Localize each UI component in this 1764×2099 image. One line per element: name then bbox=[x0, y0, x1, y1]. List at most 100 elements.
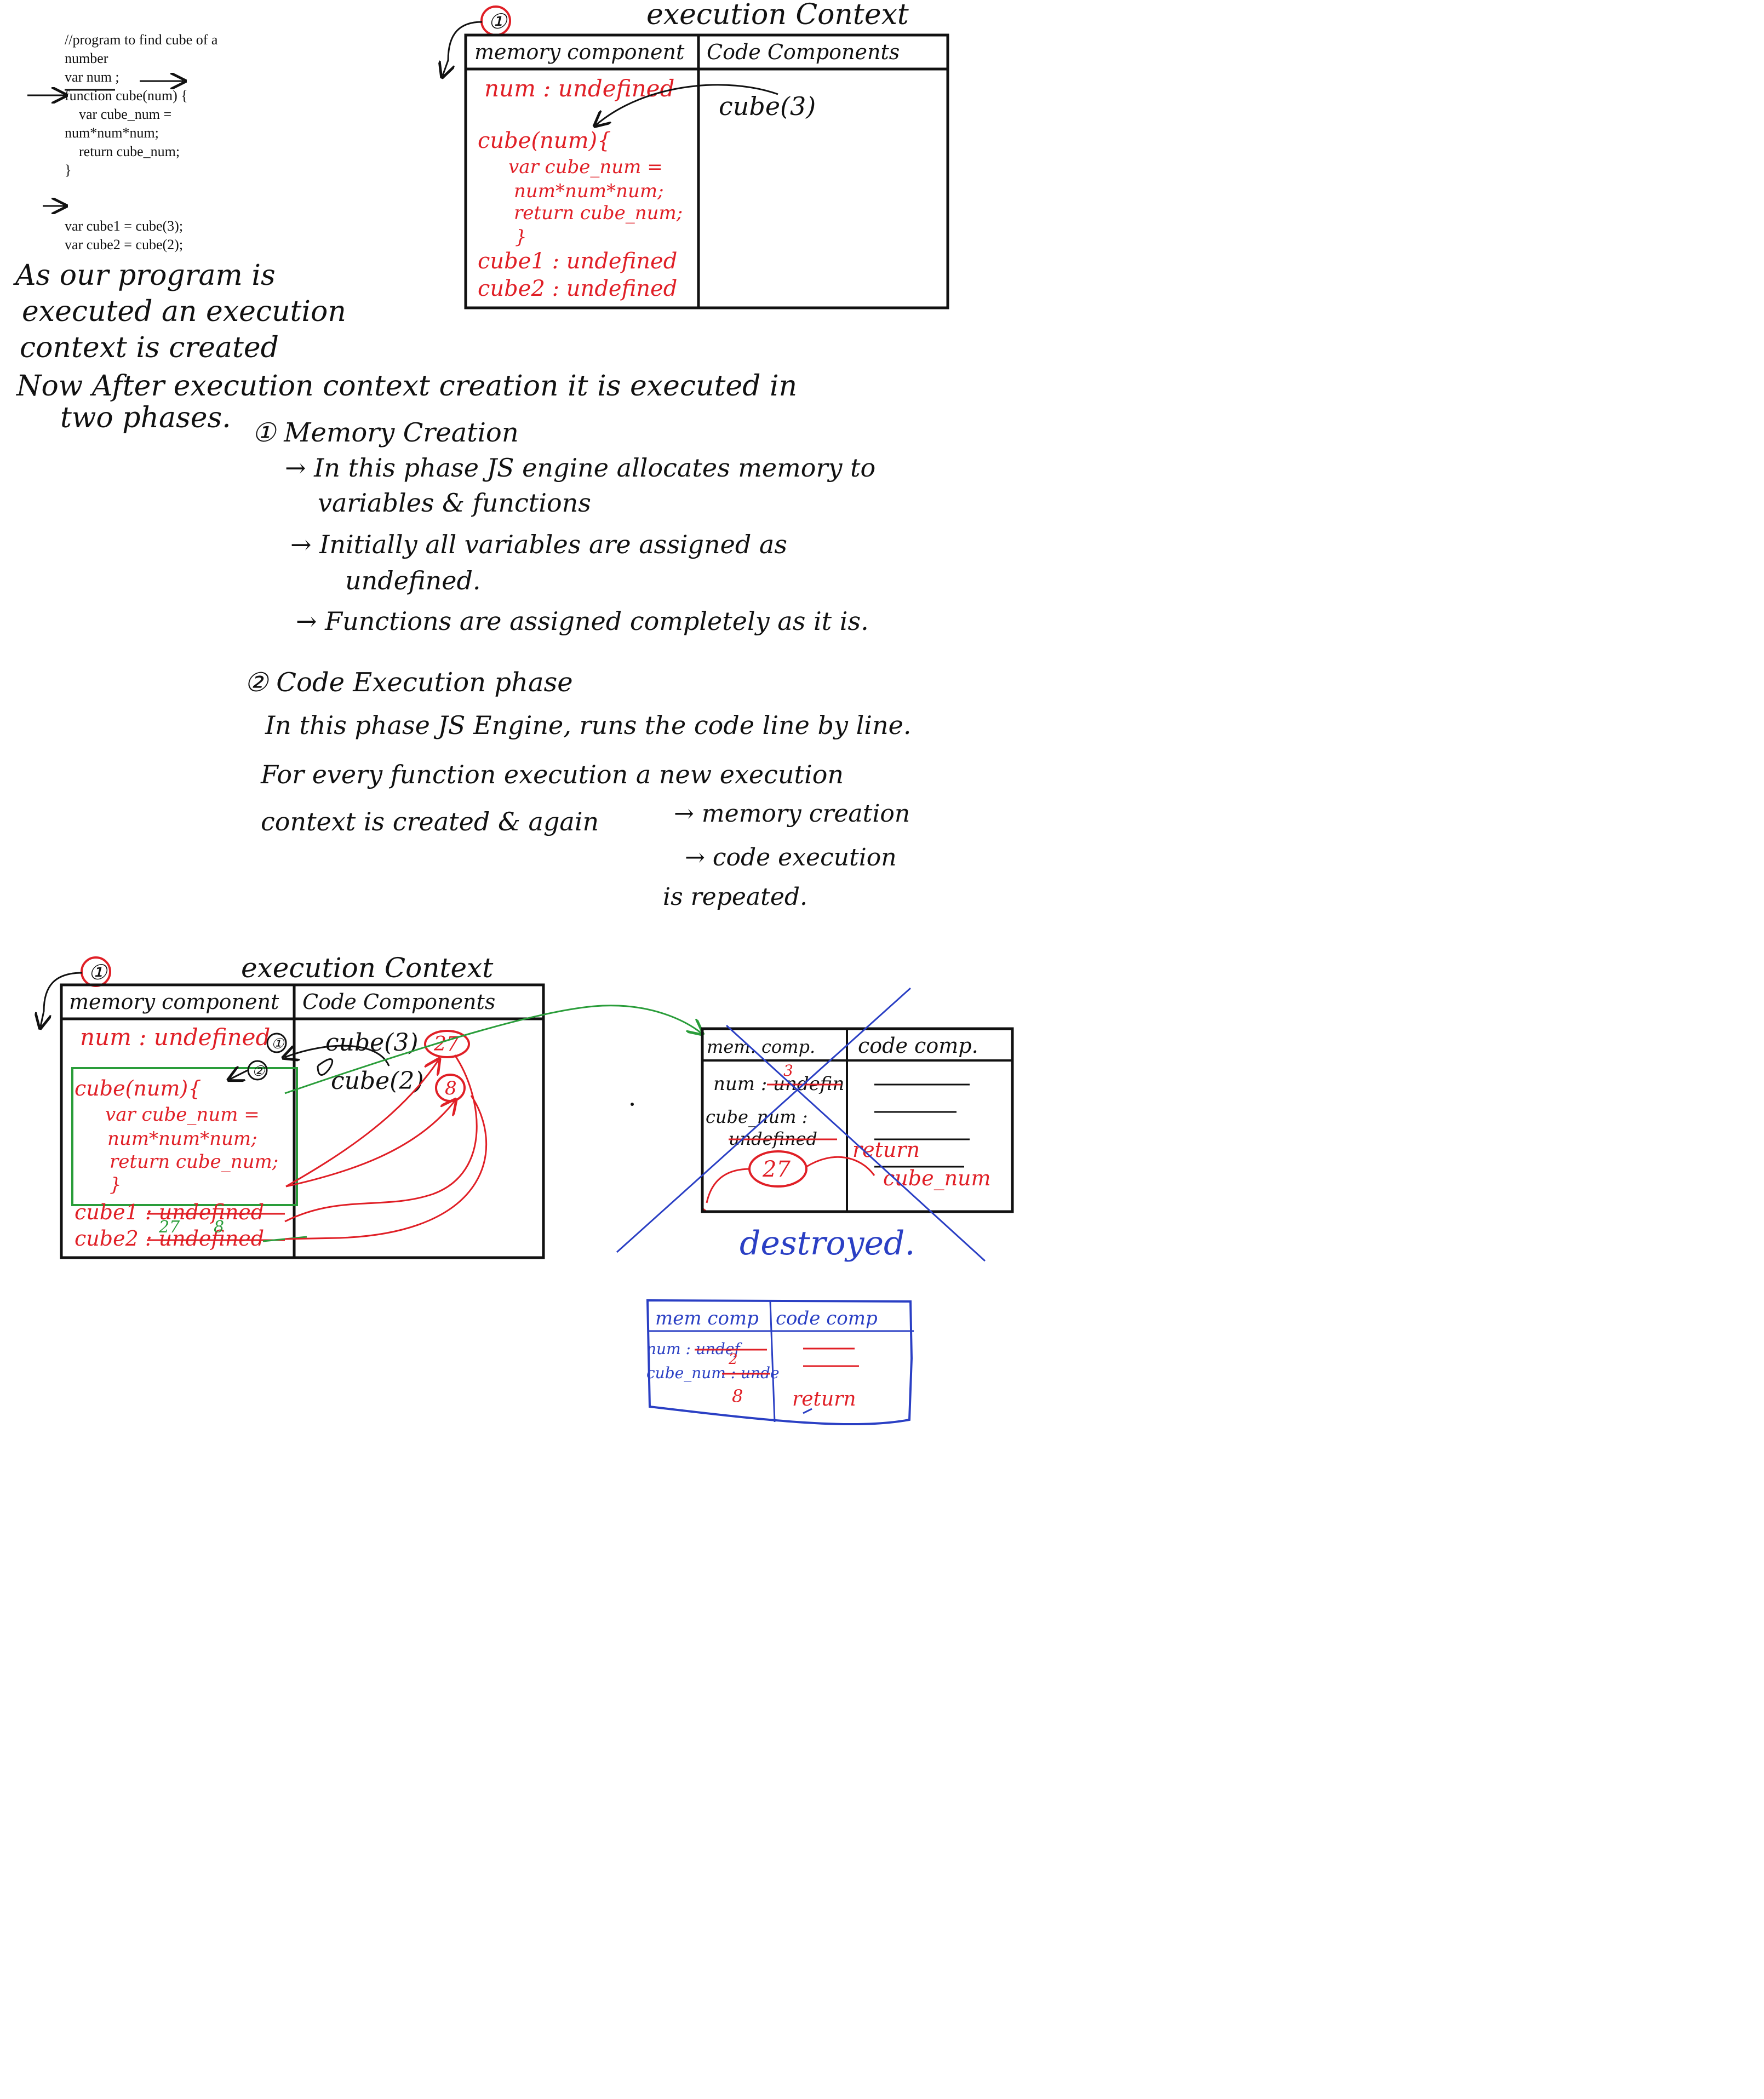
memory-entry: num : undefined bbox=[80, 1024, 270, 1051]
code-column-header: code comp. bbox=[858, 1034, 978, 1058]
execution-context-diagram-1: execution Context ① memory component Cod… bbox=[443, 0, 949, 309]
code-entry: cube(3) bbox=[325, 1029, 419, 1057]
call-arrow bbox=[284, 1005, 701, 1094]
destroyed-label: destroyed. bbox=[740, 1224, 915, 1263]
second-call-context: mem comp code comp num : undef 2 cube_nu… bbox=[646, 1299, 914, 1426]
call-arrow bbox=[317, 1058, 334, 1076]
return-arrow bbox=[284, 1095, 488, 1240]
code-column-header: code comp bbox=[776, 1307, 878, 1329]
step-marker-label: ① bbox=[271, 1036, 285, 1052]
code-entry: cube(2) bbox=[331, 1067, 424, 1095]
phase2-point: → memory creation bbox=[674, 800, 910, 828]
code-line: number bbox=[65, 50, 108, 66]
result-value: 8 bbox=[445, 1077, 457, 1099]
memory-entry: cube1 : undefined bbox=[75, 1200, 264, 1224]
intro-line: context is created bbox=[20, 331, 279, 364]
intro-line: executed an execution bbox=[22, 295, 346, 328]
memory-column-header: memory component bbox=[69, 990, 279, 1014]
code-column-header: Code Components bbox=[302, 990, 495, 1014]
memory-entry: return cube_num; bbox=[514, 202, 683, 224]
code-line: var cube2 = cube(2); bbox=[65, 237, 184, 253]
phase2-point: is repeated. bbox=[663, 883, 807, 911]
function-highlight-box bbox=[71, 1067, 298, 1206]
tick-mark bbox=[803, 1408, 812, 1414]
diagram-title: execution Context bbox=[241, 952, 494, 984]
phase2-point: → code execution bbox=[685, 844, 897, 871]
execution-context-diagram-2: execution Context ① memory component Cod… bbox=[41, 952, 545, 1259]
arrow-icon bbox=[806, 1156, 875, 1176]
memory-entry: cube(num){ bbox=[75, 1076, 201, 1100]
new-value: 2 bbox=[728, 1351, 738, 1368]
memory-column-header: mem comp bbox=[655, 1307, 759, 1329]
context-box bbox=[464, 33, 949, 309]
memory-entry: num*num*num; bbox=[107, 1128, 257, 1150]
replaced-value: 27 bbox=[158, 1218, 180, 1237]
memory-entry: cube_num : bbox=[706, 1106, 807, 1127]
replaced-value: 8 bbox=[214, 1218, 224, 1237]
cross-out-line bbox=[725, 1024, 986, 1262]
arrow-icon bbox=[443, 21, 483, 76]
arrow-icon bbox=[285, 1101, 455, 1188]
context-box bbox=[701, 1027, 1014, 1213]
memory-entries: num : undefined cube(num){ var cube_num … bbox=[75, 1024, 278, 1251]
code-entry: cube(3) bbox=[719, 91, 816, 121]
memory-entry: cube2 : undefined bbox=[478, 276, 677, 301]
phase1-point: → In this phase JS engine allocates memo… bbox=[285, 453, 875, 483]
result-value: 27 bbox=[762, 1157, 791, 1182]
phase1-point: variables & functions bbox=[318, 488, 591, 518]
dot bbox=[631, 1103, 634, 1106]
code-annotations bbox=[27, 81, 184, 206]
step-marker-label: ① bbox=[488, 9, 508, 33]
result-circle bbox=[424, 1030, 470, 1058]
diagram-title: execution Context bbox=[646, 0, 909, 31]
phase2-point: context is created & again bbox=[261, 807, 599, 836]
step-marker-label: ① bbox=[88, 960, 108, 984]
memory-entry: cube1 : undefined bbox=[478, 249, 677, 274]
memory-entry: num : undefined bbox=[484, 75, 674, 102]
code-line: num*num*num; bbox=[65, 125, 159, 141]
phase1-title: ① Memory Creation bbox=[252, 417, 519, 448]
memory-entry: } bbox=[110, 1174, 122, 1196]
code-line: var cube1 = cube(3); bbox=[65, 218, 184, 234]
phases-intro-line: two phases. bbox=[60, 402, 231, 434]
arrow-icon bbox=[41, 972, 83, 1026]
memory-entry: var cube_num = bbox=[508, 156, 663, 178]
code-line: //program to find cube of a bbox=[65, 32, 218, 48]
code-snippet: //program to find cube of a number var n… bbox=[65, 31, 295, 254]
phase2-point: For every function execution a new execu… bbox=[260, 760, 844, 789]
code-line: } bbox=[65, 162, 72, 178]
arrow-icon bbox=[230, 1070, 248, 1079]
arrow-icon bbox=[285, 1060, 438, 1188]
phase2-point: In this phase JS Engine, runs the code l… bbox=[265, 710, 911, 740]
return-arrow bbox=[706, 1168, 751, 1203]
code-line: return cube_num; bbox=[65, 144, 180, 159]
function-execution-context: mem. comp. code comp. num : undefin 3 cu… bbox=[616, 987, 1014, 1263]
step-marker-label: ② bbox=[252, 1063, 266, 1080]
intro-line: As our program is bbox=[13, 259, 276, 292]
memory-column-header: mem. comp. bbox=[707, 1036, 815, 1057]
memory-entry: var cube_num = bbox=[105, 1104, 260, 1126]
code-entry: cube_num bbox=[883, 1166, 991, 1191]
memory-entry: cube2 : undefined bbox=[75, 1226, 264, 1251]
context-box bbox=[60, 983, 545, 1259]
step-marker bbox=[266, 1033, 287, 1053]
phase1-point: undefined. bbox=[345, 566, 481, 595]
phase1-point: → Functions are assigned completely as i… bbox=[296, 606, 869, 636]
phase2-title: ② Code Execution phase bbox=[244, 667, 573, 698]
cross-out-line bbox=[616, 987, 912, 1253]
context-box bbox=[646, 1299, 913, 1426]
memory-entries: num : undefined cube(num){ var cube_num … bbox=[478, 75, 683, 301]
code-lines bbox=[874, 1083, 970, 1168]
code-column-header: Code Components bbox=[707, 40, 900, 64]
phases-intro-line: Now After execution context creation it … bbox=[15, 370, 797, 403]
result-value: 27 bbox=[433, 1033, 459, 1056]
memory-column-header: memory component bbox=[474, 40, 685, 64]
notes: As our program is executed an execution … bbox=[13, 259, 911, 911]
memory-entry: return cube_num; bbox=[110, 1151, 278, 1173]
memory-entry: num*num*num; bbox=[514, 180, 664, 202]
code-line: var cube_num = bbox=[65, 106, 172, 122]
arrow-icon bbox=[596, 84, 778, 125]
arrow-icon bbox=[285, 1046, 390, 1066]
phase1-point: → Initially all variables are assigned a… bbox=[290, 530, 787, 559]
